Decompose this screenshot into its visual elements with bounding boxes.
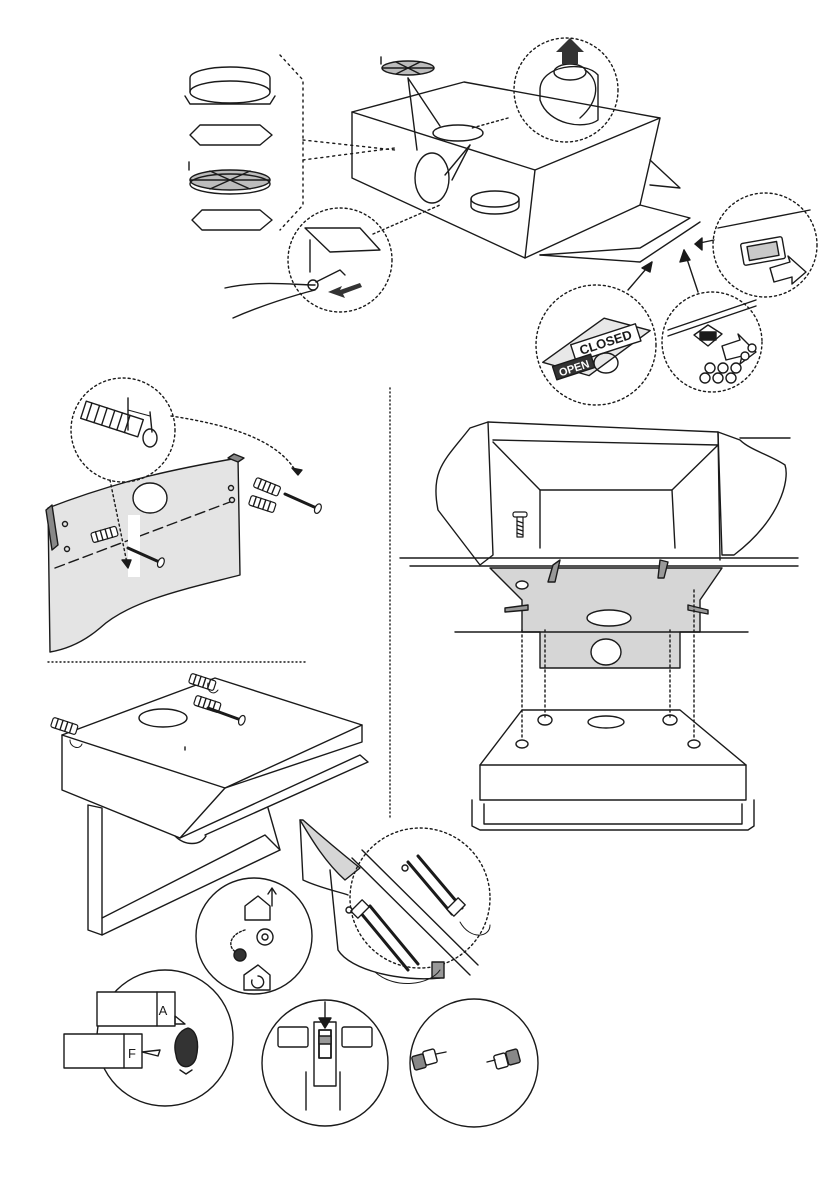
recirculation-mode-icon bbox=[244, 965, 270, 990]
letter-f-label: F bbox=[128, 1046, 136, 1061]
detail-mode-selector bbox=[196, 878, 312, 994]
panel-electrical: A F bbox=[64, 820, 538, 1127]
filter-disc-icon bbox=[382, 61, 434, 75]
detail-slider-vent bbox=[662, 292, 762, 392]
detail-open-closed: CLOSED OPEN bbox=[536, 285, 658, 405]
open-closed-label-icon: CLOSED OPEN bbox=[536, 306, 658, 388]
wall-plug-icon bbox=[50, 673, 221, 735]
cooker-hood-body bbox=[352, 82, 700, 262]
detail-connector-large bbox=[330, 828, 490, 984]
filter-disc-icon bbox=[190, 170, 270, 194]
panel-hood-mounted bbox=[50, 673, 368, 935]
detail-ring-removal bbox=[514, 38, 618, 142]
detail-switch-slide bbox=[713, 193, 817, 297]
ring-adapter-icon bbox=[185, 67, 275, 104]
pull-arrow-icon bbox=[556, 38, 584, 64]
detail-slider-switch bbox=[262, 1000, 388, 1126]
panel-hood-ceiling-mount bbox=[400, 422, 798, 830]
connector-icon bbox=[411, 1049, 520, 1071]
gasket-ring-icon bbox=[192, 210, 272, 230]
detail-connectors bbox=[410, 999, 538, 1127]
detail-knob: A F bbox=[64, 970, 233, 1106]
panel-wall-fixing bbox=[46, 378, 323, 652]
exhaust-mode-icon bbox=[245, 896, 270, 920]
gasket-ring-icon bbox=[190, 125, 272, 145]
letter-a-label: A bbox=[159, 1003, 168, 1018]
detail-pliers-cut bbox=[225, 208, 392, 318]
pull-arrow-icon bbox=[328, 283, 362, 298]
detail-plug-depth bbox=[71, 378, 175, 482]
knob-icon bbox=[175, 1028, 198, 1067]
panel-hood-top-assembly: CLOSED OPEN bbox=[185, 38, 817, 405]
